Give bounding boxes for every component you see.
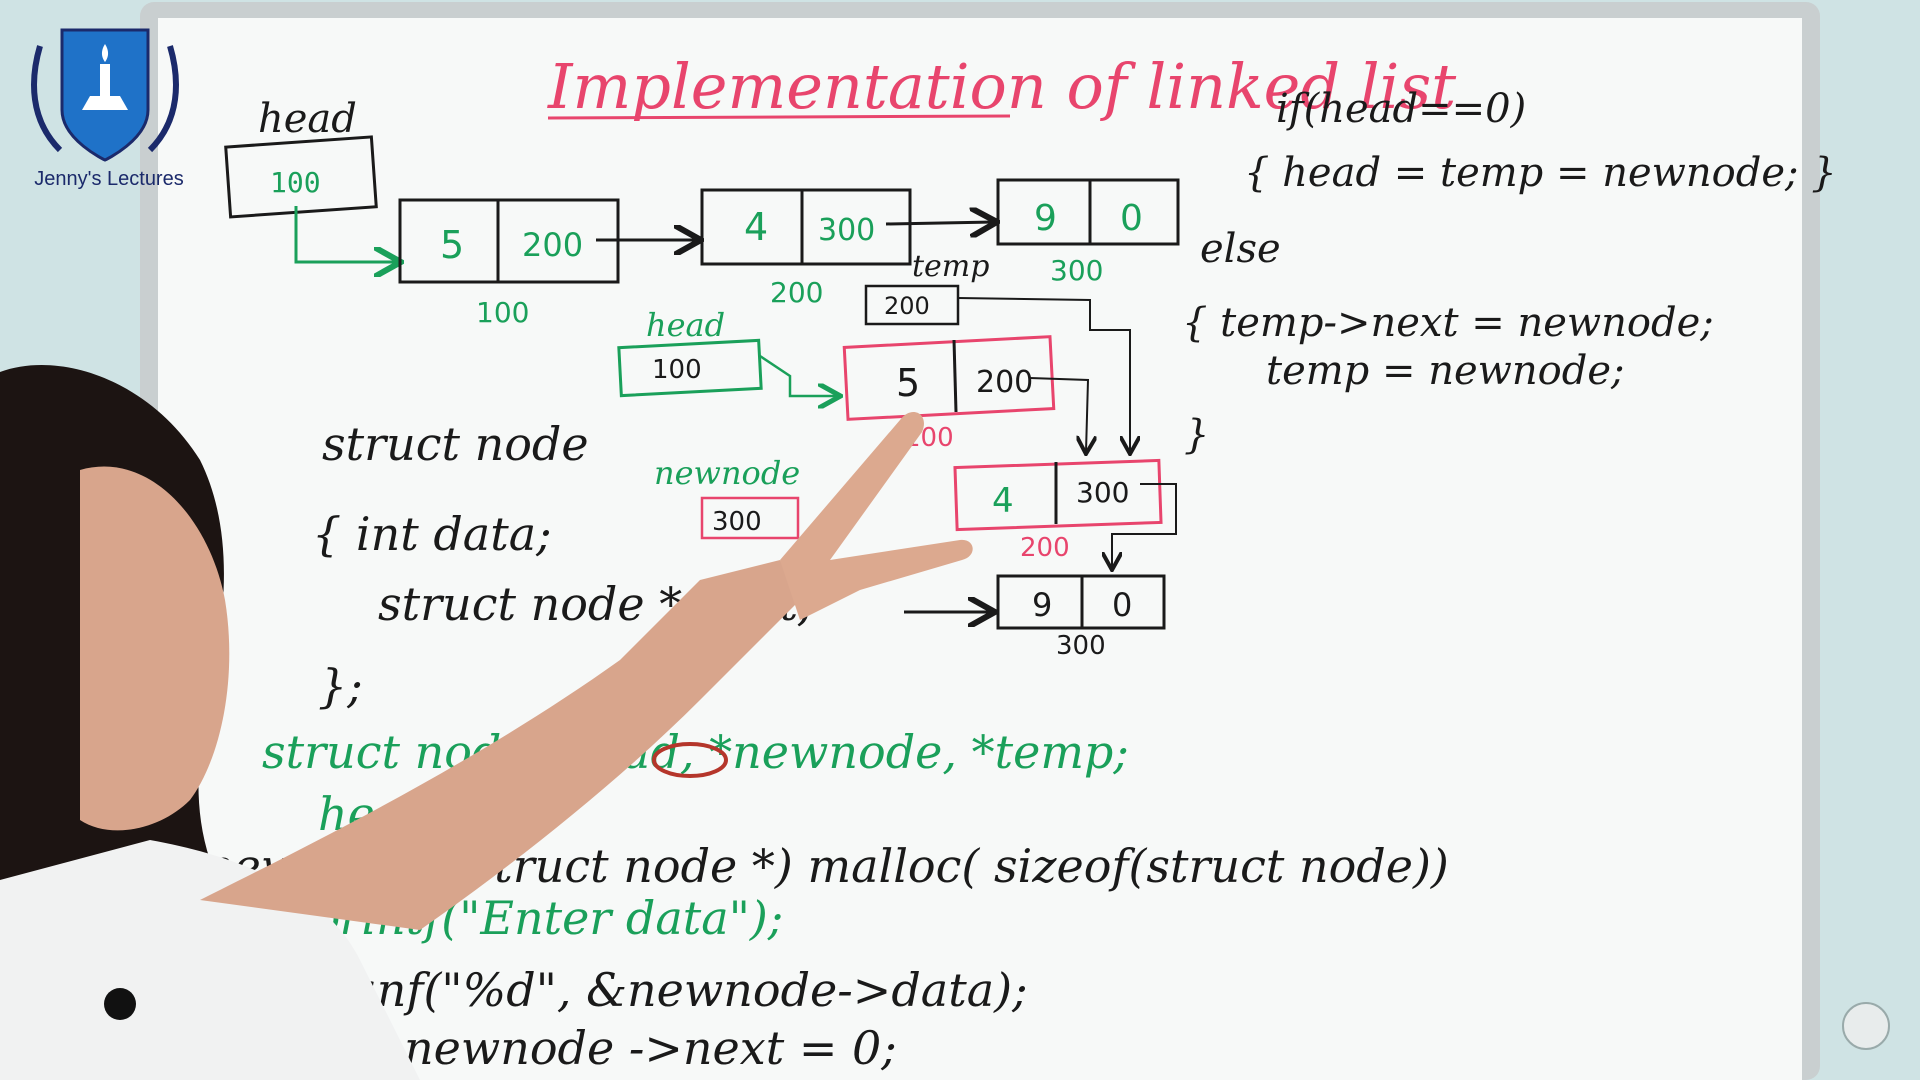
code-line: } — [1184, 412, 1209, 458]
node-next: 300 — [1076, 476, 1129, 509]
list2-node-2: 4 300 200 — [953, 458, 1163, 563]
list1-node-2: 4 300 200 — [700, 188, 912, 309]
list2-head-label: head — [646, 306, 725, 344]
code-line: { head = temp = newnode; } — [1244, 150, 1837, 196]
list2-node-3: 9 0 300 — [996, 574, 1166, 661]
node-address: 300 — [1056, 631, 1106, 661]
code-line: struct node — [322, 417, 589, 471]
list1-head-label: head — [258, 96, 357, 142]
list1-head-value: 100 — [270, 166, 321, 199]
code-line: }; — [318, 659, 363, 713]
list2-newnode-label: newnode — [654, 454, 800, 492]
list2-temp-label: temp — [912, 249, 989, 284]
node-data: 4 — [992, 481, 1014, 521]
node-address: 100 — [476, 296, 529, 329]
code-line: newnode ->next = 0; — [404, 1021, 897, 1075]
node-address: 200 — [770, 276, 823, 309]
node-data: 4 — [744, 205, 768, 249]
node-address: 200 — [1020, 533, 1070, 563]
code-line: struct node *head, *newnode, *temp; — [262, 725, 1129, 779]
list1-node-3: 9 0 300 — [996, 178, 1180, 287]
node-address: 300 — [1050, 254, 1103, 287]
node-data: 9 — [1032, 586, 1052, 624]
list2-head-value: 100 — [652, 355, 702, 385]
presenter — [0, 365, 973, 1080]
node-data: 5 — [896, 361, 920, 405]
code-line: if(head==0) — [1276, 86, 1526, 132]
list1-head-box — [224, 135, 378, 219]
list1-head-arrow — [294, 206, 398, 262]
list2-temp-value: 200 — [884, 292, 930, 320]
node-next: 200 — [522, 226, 583, 264]
node-data: 9 — [1034, 198, 1057, 239]
board-title: Implementation of linked list — [547, 50, 1456, 123]
logo — [31, 28, 179, 162]
node-next: 0 — [1120, 198, 1143, 239]
code-line: { temp->next = newnode; — [1182, 300, 1714, 346]
right-code: if(head==0) { head = temp = newnode; } e… — [1182, 86, 1837, 458]
channel-avatar-icon[interactable] — [1842, 1002, 1890, 1050]
brand-name: Jenny's Lectures — [34, 168, 184, 190]
list2-head-box — [617, 338, 763, 398]
list2-newnode-box — [700, 496, 800, 540]
node-next: 200 — [976, 365, 1033, 400]
list2-temp-box — [864, 284, 960, 326]
node-next: 0 — [1112, 586, 1132, 624]
list2-newnode-value: 300 — [712, 507, 762, 537]
node-data: 5 — [440, 223, 464, 267]
code-line: scanf("%d", &newnode->data); — [300, 963, 1028, 1017]
code-line: temp = newnode; — [1266, 348, 1625, 394]
code-line: else — [1200, 226, 1281, 272]
node-next: 300 — [818, 213, 875, 248]
code-line: { int data; — [312, 507, 552, 561]
